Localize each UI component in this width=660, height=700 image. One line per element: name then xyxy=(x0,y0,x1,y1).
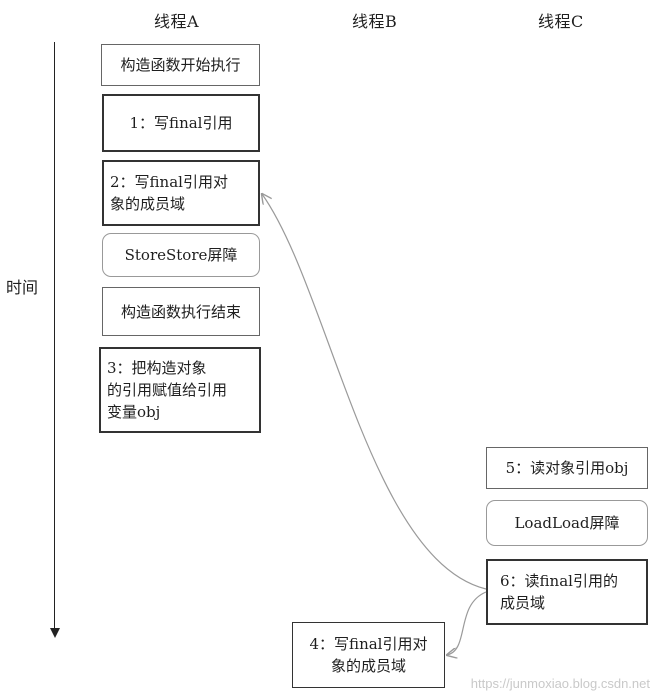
box-ctor-end: 构造函数执行结束 xyxy=(102,287,260,336)
box-read-obj-ref-text: 5：读对象引用obj xyxy=(505,459,629,477)
thread-a-header: 线程A xyxy=(154,12,200,31)
time-axis-arrowhead xyxy=(50,628,60,638)
box-write-final-member-a-text: 2：写final引用对 象的成员域 xyxy=(110,173,228,213)
box-write-final-ref-text: 1：写final引用 xyxy=(129,114,233,132)
box-write-final-member-a: 2：写final引用对 象的成员域 xyxy=(102,160,260,226)
box-loadload-barrier: LoadLoad屏障 xyxy=(486,500,648,546)
box-read-final-member-text: 6：读final引用的 成员域 xyxy=(500,572,618,612)
box-loadload-barrier-text: LoadLoad屏障 xyxy=(514,514,620,532)
box-write-final-member-b-text: 4：写final引用对 象的成员域 xyxy=(309,635,428,675)
watermark-text: https://junmoxiao.blog.csdn.net xyxy=(470,676,650,691)
box-write-final-member-b: 4：写final引用对 象的成员域 xyxy=(292,622,445,688)
box-ctor-start-text: 构造函数开始执行 xyxy=(120,56,241,74)
box-assign-obj: 3：把构造对象 的引用赋值给引用 变量obj xyxy=(99,347,261,433)
box-assign-obj-text: 3：把构造对象 的引用赋值给引用 变量obj xyxy=(107,359,228,421)
curve-read-to-write-b-arrow xyxy=(447,591,487,655)
box-read-obj-ref: 5：读对象引用obj xyxy=(486,447,648,489)
box-write-final-ref: 1：写final引用 xyxy=(102,94,260,152)
box-storestore-barrier: StoreStore屏障 xyxy=(102,233,260,277)
time-axis-line xyxy=(54,42,55,632)
curve-read-to-write-a-arrow xyxy=(262,194,487,590)
box-ctor-start: 构造函数开始执行 xyxy=(101,44,260,86)
thread-b-header: 线程B xyxy=(352,12,398,31)
box-storestore-barrier-text: StoreStore屏障 xyxy=(124,246,238,264)
time-label: 时间 xyxy=(6,278,39,297)
box-read-final-member: 6：读final引用的 成员域 xyxy=(486,559,648,625)
thread-c-header: 线程C xyxy=(538,12,584,31)
box-ctor-end-text: 构造函数执行结束 xyxy=(120,302,241,321)
